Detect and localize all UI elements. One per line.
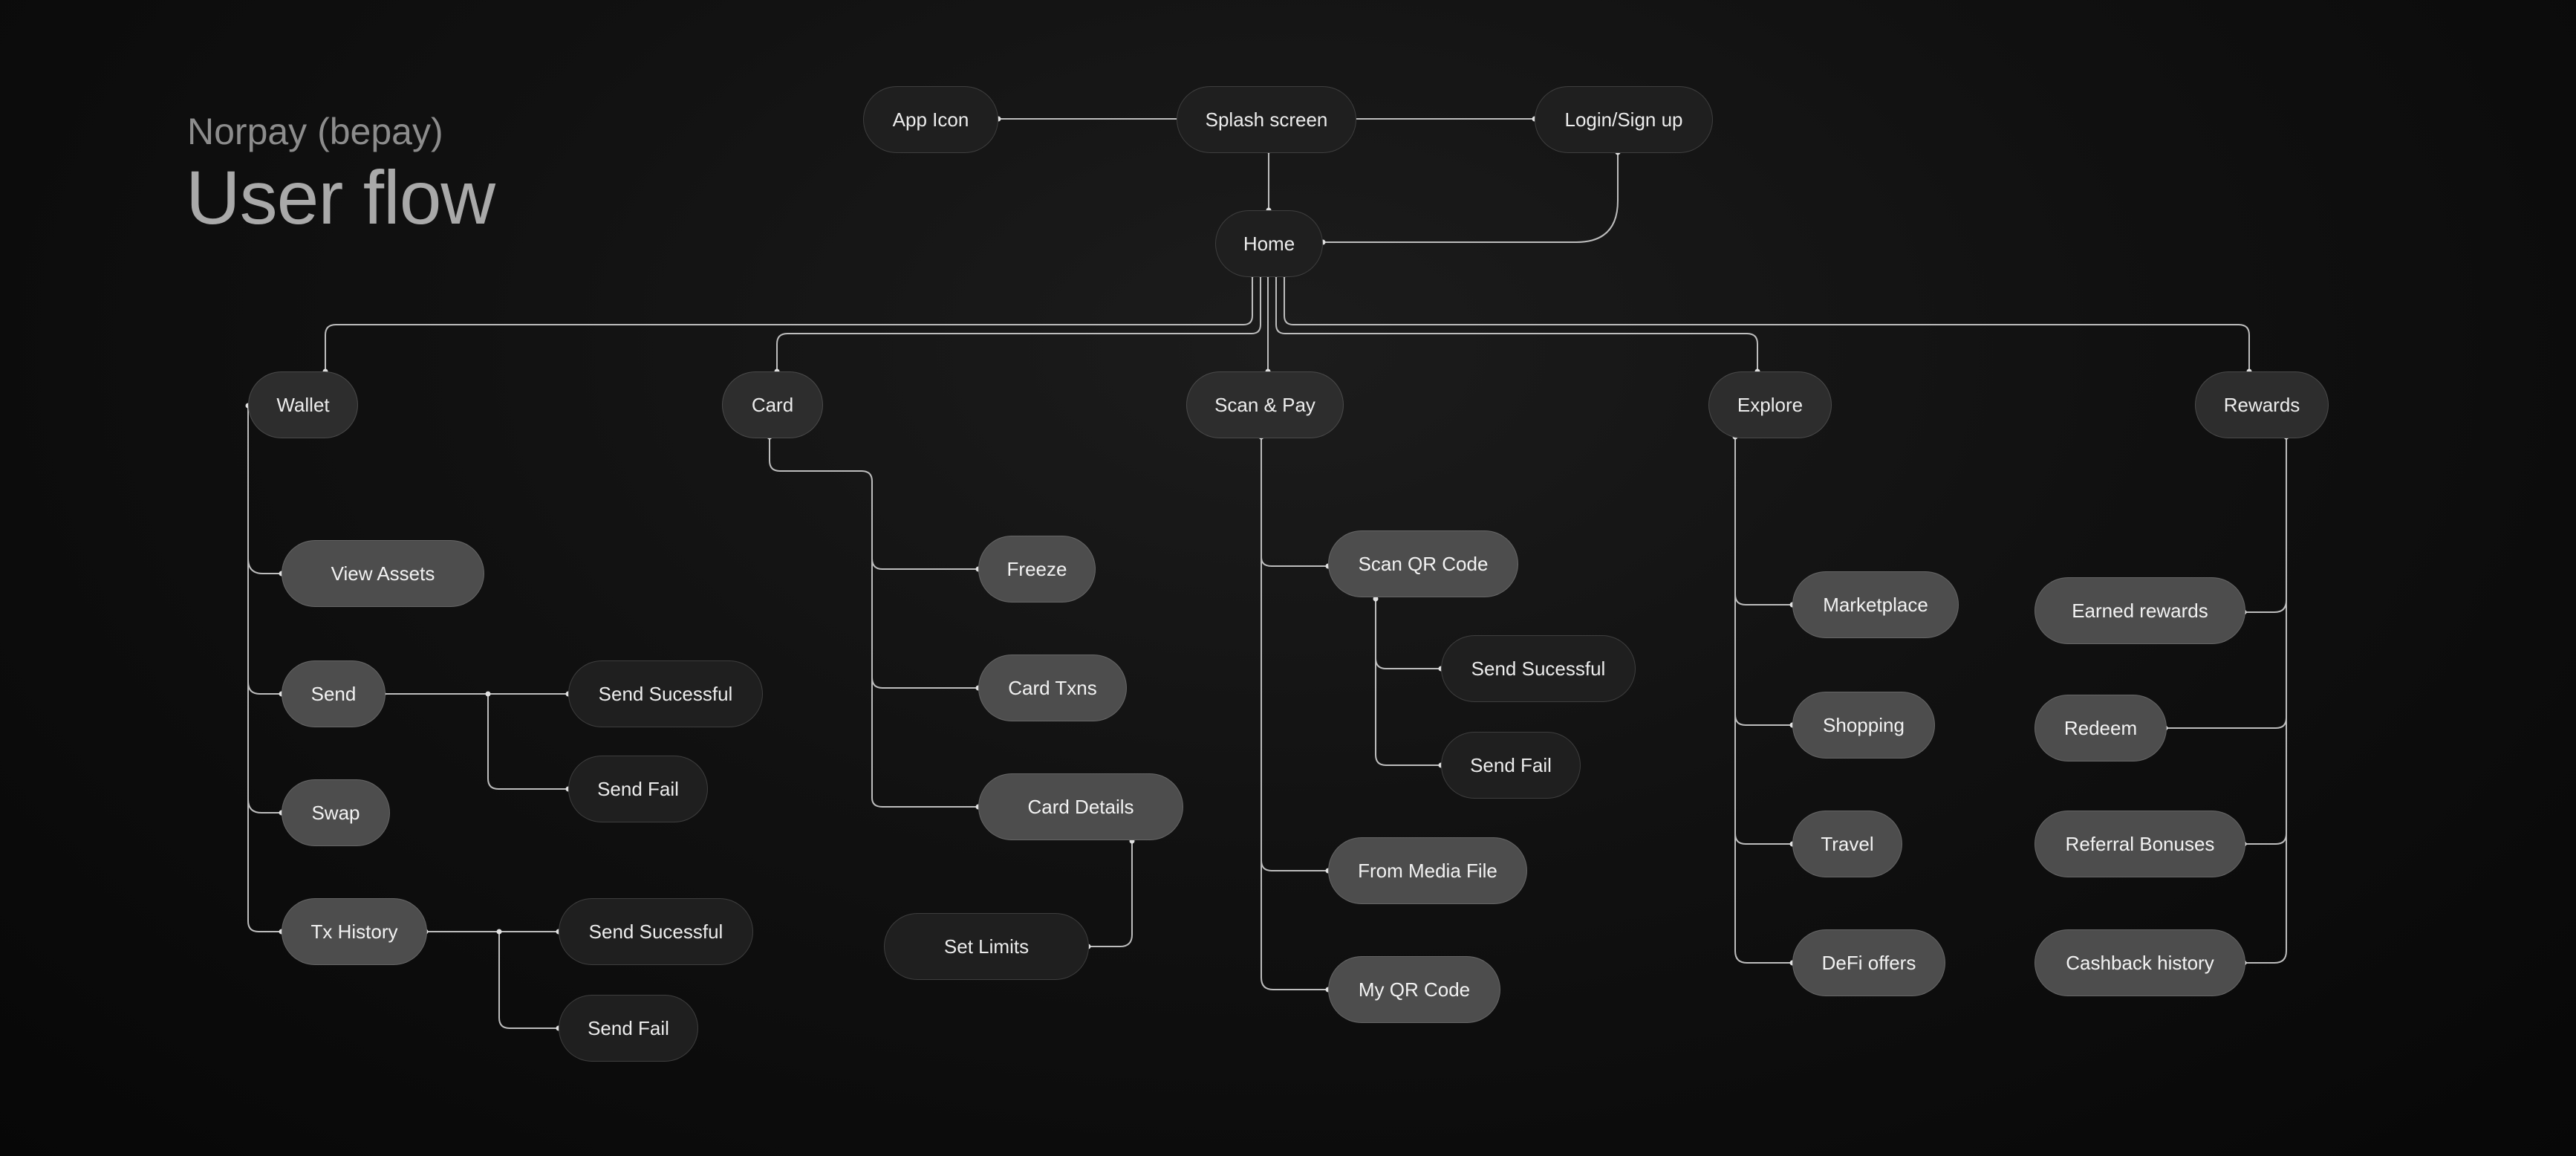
node-explore[interactable]: Explore — [1708, 371, 1832, 438]
connector-card-trunk — [769, 437, 978, 808]
connector-scanpay-scanqr — [1261, 556, 1328, 567]
connector-rewards-earned — [2244, 600, 2287, 613]
connector-send-fail-1 — [487, 694, 568, 790]
connector-carddetails-setlimits — [1088, 841, 1133, 947]
connector-rewards-referral — [2244, 833, 2287, 845]
node-send-successful-1[interactable]: Send Sucessful — [568, 660, 763, 727]
node-freeze[interactable]: Freeze — [978, 536, 1096, 603]
node-send[interactable]: Send — [282, 660, 386, 727]
node-travel[interactable]: Travel — [1792, 811, 1902, 877]
node-cashback-history[interactable]: Cashback history — [2035, 929, 2245, 996]
node-card-details[interactable]: Card Details — [978, 773, 1183, 840]
connector-explore-marketplace — [1734, 594, 1792, 605]
node-earned-rewards[interactable]: Earned rewards — [2035, 577, 2245, 644]
connector-wallet-swap — [247, 799, 282, 814]
node-defi-offers[interactable]: DeFi offers — [1792, 929, 1945, 996]
node-redeem[interactable]: Redeem — [2035, 695, 2167, 762]
connector-rewards-trunk — [2244, 437, 2287, 964]
connector-card-txns — [871, 677, 978, 689]
connector-home-wallet — [325, 275, 1253, 371]
connector-scanqr-success — [1375, 599, 1441, 669]
node-my-qr-code[interactable]: My QR Code — [1328, 956, 1500, 1023]
node-card-txns[interactable]: Card Txns — [978, 655, 1127, 721]
node-tx-history[interactable]: Tx History — [282, 898, 427, 965]
node-set-limits[interactable]: Set Limits — [884, 913, 1089, 980]
connector-explore-travel — [1734, 833, 1792, 845]
node-view-assets[interactable]: View Assets — [282, 540, 484, 607]
node-from-media-file[interactable]: From Media File — [1328, 837, 1527, 904]
connector-scanqr-fail — [1375, 658, 1441, 766]
connector-wallet-send — [247, 681, 282, 695]
node-card[interactable]: Card — [722, 371, 823, 438]
node-splash-screen[interactable]: Splash screen — [1177, 86, 1356, 153]
node-send-fail-3[interactable]: Send Fail — [1441, 732, 1581, 799]
node-rewards[interactable]: Rewards — [2195, 371, 2329, 438]
node-login-signup[interactable]: Login/Sign up — [1535, 86, 1713, 153]
connector-scanpay-media — [1261, 860, 1328, 871]
node-marketplace[interactable]: Marketplace — [1792, 571, 1959, 638]
page-title: User flow — [186, 155, 495, 240]
node-wallet[interactable]: Wallet — [248, 371, 358, 438]
node-referral-bonuses[interactable]: Referral Bonuses — [2035, 811, 2245, 877]
node-scan-pay[interactable]: Scan & Pay — [1186, 371, 1344, 438]
connector-wallet-viewassets — [247, 558, 282, 574]
connector-rewards-redeem — [2165, 717, 2287, 729]
connector-explore-trunk — [1734, 437, 1792, 964]
node-send-fail-1[interactable]: Send Fail — [568, 756, 708, 822]
connector-wallet-trunk — [247, 406, 282, 932]
connector-login-home — [1323, 152, 1619, 243]
node-app-icon[interactable]: App Icon — [863, 86, 998, 153]
connector-home-explore — [1275, 275, 1758, 371]
connector-explore-shopping — [1734, 714, 1792, 726]
node-swap[interactable]: Swap — [282, 779, 390, 846]
connector-home-card — [776, 275, 1261, 371]
node-home[interactable]: Home — [1215, 210, 1323, 277]
connector-card-freeze — [871, 558, 978, 570]
node-scan-qr-code[interactable]: Scan QR Code — [1328, 530, 1518, 597]
connector-home-rewards — [1284, 275, 2250, 371]
node-send-successful-3[interactable]: Send Sucessful — [1441, 635, 1636, 702]
node-send-fail-2[interactable]: Send Fail — [559, 995, 698, 1062]
node-send-successful-2[interactable]: Send Sucessful — [559, 898, 753, 965]
connector-tx-fail — [498, 932, 559, 1029]
project-subtitle: Norpay (bepay) — [187, 111, 443, 152]
connector-scanpay-trunk — [1261, 437, 1328, 990]
node-shopping[interactable]: Shopping — [1792, 692, 1935, 759]
